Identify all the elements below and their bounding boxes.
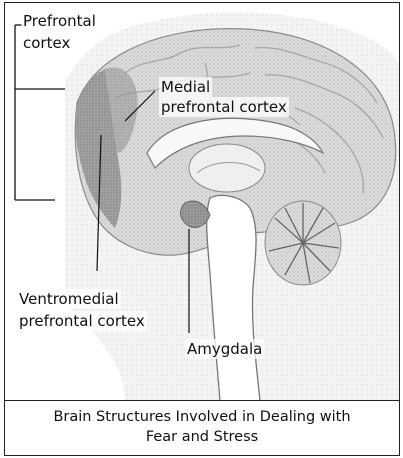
- label-prefrontal-line1: Prefrontal: [21, 11, 98, 31]
- label-amygdala: Amygdala: [185, 339, 264, 359]
- label-ventromedial-line1: Ventromedial: [17, 289, 121, 309]
- caption-divider: [5, 400, 399, 401]
- label-medial-line1: Medial: [159, 77, 212, 97]
- label-ventromedial-line2: prefrontal cortex: [17, 311, 147, 331]
- cerebellum: [265, 201, 341, 285]
- caption-line2: Fear and Stress: [5, 427, 399, 447]
- figure-caption: Brain Structures Involved in Dealing wit…: [5, 407, 399, 447]
- label-prefrontal-line2: cortex: [21, 33, 72, 53]
- label-medial-line2: prefrontal cortex: [159, 97, 289, 117]
- caption-line1: Brain Structures Involved in Dealing wit…: [5, 407, 399, 427]
- brain-illustration: Prefrontal cortex Medial prefrontal cort…: [5, 3, 399, 401]
- figure-frame: Prefrontal cortex Medial prefrontal cort…: [4, 2, 400, 456]
